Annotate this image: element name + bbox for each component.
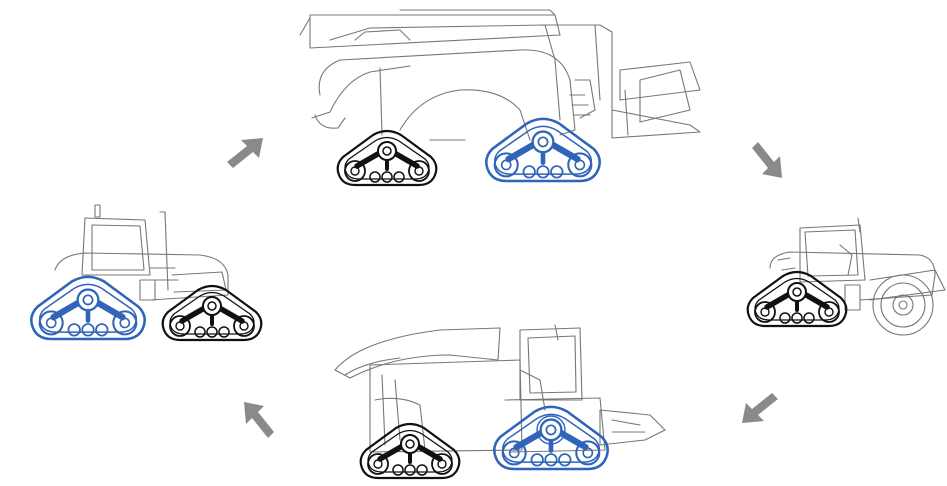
cycle-arrows — [227, 138, 782, 438]
combine-harvester — [299, 9, 701, 185]
arrow-to-combine — [227, 138, 263, 168]
forage-harvester — [334, 324, 666, 478]
arrow-to-forage-harvester — [742, 393, 778, 423]
arrow-to-twin-track-tractor — [244, 402, 274, 438]
tractor-single-track — [748, 217, 946, 336]
tractor-twin-track — [31, 204, 261, 340]
arrow-to-tractor — [752, 142, 782, 178]
